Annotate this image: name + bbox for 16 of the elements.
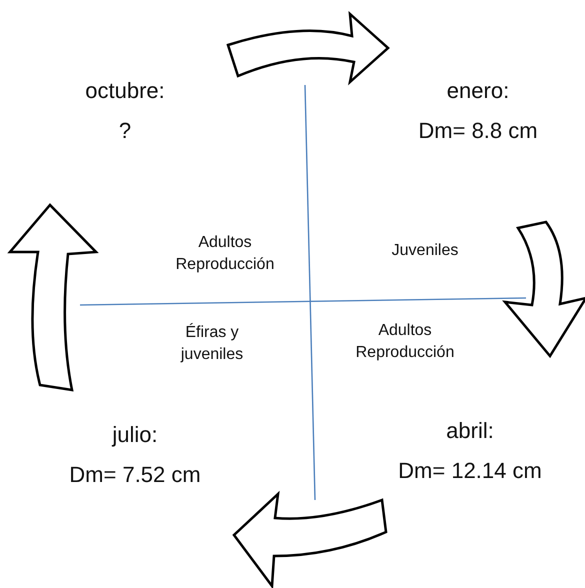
quadrant-label: Juveniles [390, 241, 460, 261]
quadrant-label: Adultos Reproducción [354, 321, 456, 363]
measurement-text: Dm= 12.14 cm [398, 458, 542, 484]
month-label: enero: [446, 78, 510, 104]
measurement-text: ? [118, 118, 132, 144]
month-label: octubre: [85, 78, 165, 104]
quadrant-label: Adultos Reproducción [174, 233, 276, 275]
measurement-text: Dm= 8.8 cm [418, 118, 538, 144]
curved-block-arrow [504, 220, 585, 358]
curved-block-arrow [232, 492, 388, 588]
curved-block-arrow [8, 204, 98, 392]
month-label: abril: [446, 418, 494, 444]
measurement-text: Dm= 7.52 cm [69, 462, 201, 488]
quadrant-label: Éfiras y juveniles [180, 322, 244, 365]
month-label: julio: [112, 422, 158, 448]
curved-block-arrow [226, 12, 390, 84]
